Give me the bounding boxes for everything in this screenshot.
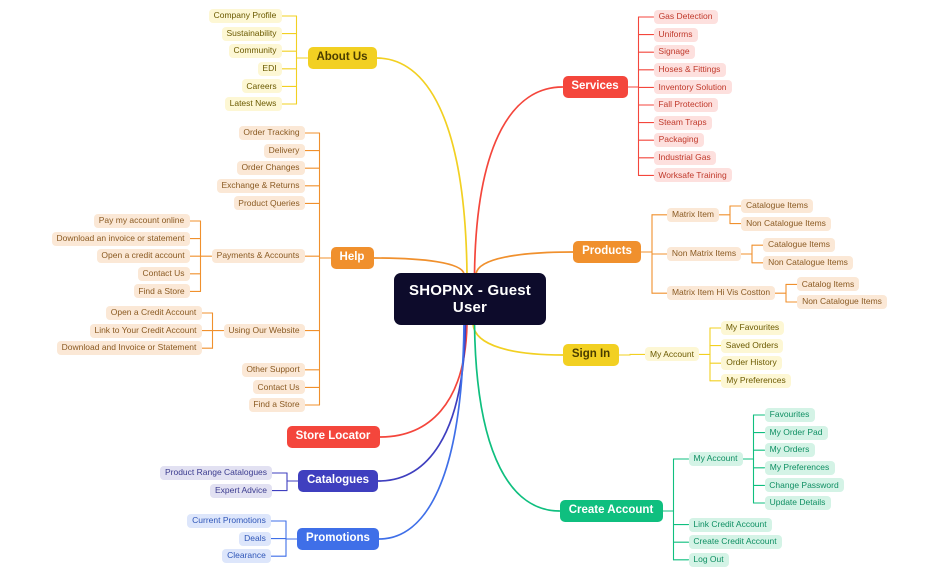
branch-node-catalogues[interactable]: Catalogues (298, 470, 378, 492)
leaf-node[interactable]: Change Password (764, 478, 844, 493)
leaf-node[interactable]: Using Our Website (223, 323, 305, 338)
leaf-node[interactable]: Pay my account online (93, 214, 190, 228)
connector-line (473, 86, 564, 275)
branch-node-sign-in[interactable]: Sign In (563, 344, 619, 366)
leaf-node[interactable]: Worksafe Training (653, 168, 732, 183)
leaf-node[interactable]: Inventory Solution (653, 80, 732, 95)
leaf-node[interactable]: Packaging (653, 133, 704, 148)
leaf-node[interactable]: Matrix Item (667, 207, 719, 222)
leaf-node[interactable]: Matrix Item Hi Vis Costton (667, 286, 775, 301)
leaf-node[interactable]: My Account (688, 452, 743, 466)
connector-line (372, 257, 465, 275)
leaf-node[interactable]: My Account (645, 347, 699, 362)
leaf-node[interactable]: Delivery (263, 143, 305, 158)
leaf-node[interactable]: Order Changes (236, 161, 305, 176)
leaf-node[interactable]: Careers (241, 79, 282, 94)
branch-node-store-locator[interactable]: Store Locator (286, 426, 380, 448)
branch-node-help[interactable]: Help (330, 247, 374, 269)
leaf-node[interactable]: Signage (653, 45, 695, 60)
leaf-node[interactable]: Clearance (222, 549, 271, 564)
connector-line (473, 323, 561, 512)
leaf-node[interactable]: Contact Us (252, 380, 305, 395)
leaf-node[interactable]: Saved Orders (721, 338, 783, 353)
leaf-node[interactable]: Fall Protection (653, 98, 718, 112)
leaf-node[interactable]: My Preferences (764, 460, 835, 475)
leaf-node[interactable]: Payments & Accounts (211, 249, 305, 264)
leaf-node[interactable]: Favourites (764, 408, 815, 422)
leaf-node[interactable]: Product Queries (233, 196, 305, 211)
leaf-node[interactable]: Sustainability (221, 26, 282, 41)
leaf-node[interactable]: Latest News (224, 97, 282, 111)
leaf-node[interactable]: Catalogue Items (763, 238, 835, 253)
leaf-node[interactable]: Find a Store (133, 284, 190, 299)
connector-line (375, 57, 468, 275)
root-node[interactable]: SHOPNX - Guest User (394, 273, 546, 325)
leaf-node[interactable]: Industrial Gas (653, 150, 716, 165)
branch-node-services[interactable]: Services (562, 76, 628, 98)
leaf-node[interactable]: Expert Advice (210, 483, 272, 498)
leaf-node[interactable]: Find a Store (248, 398, 305, 412)
leaf-node[interactable]: Deals (239, 531, 271, 546)
leaf-node[interactable]: My Order Pad (764, 425, 828, 440)
leaf-node[interactable]: Link to Your Credit Account (89, 323, 202, 338)
branch-node-promotions[interactable]: Promotions (297, 528, 379, 550)
connector-line (378, 323, 465, 540)
leaf-node[interactable]: My Preferences (721, 373, 791, 388)
connector-line (378, 323, 468, 438)
leaf-node[interactable]: My Favourites (721, 321, 784, 335)
leaf-node[interactable]: Product Range Catalogues (160, 466, 272, 480)
leaf-node[interactable]: Non Catalogue Items (741, 216, 831, 231)
branch-node-products[interactable]: Products (573, 241, 641, 263)
leaf-node[interactable]: Log Out (688, 552, 729, 567)
leaf-node[interactable]: My Orders (764, 443, 815, 458)
leaf-node[interactable]: Contact Us (137, 266, 190, 281)
branch-node-about-us[interactable]: About Us (307, 47, 377, 69)
leaf-node[interactable]: Create Credit Account (688, 535, 782, 550)
leaf-node[interactable]: EDI (257, 61, 282, 76)
leaf-node[interactable]: Current Promotions (187, 514, 271, 528)
connector-line (472, 323, 564, 356)
leaf-node[interactable]: Open a Credit Account (105, 306, 202, 320)
leaf-node[interactable]: Other Support (241, 362, 305, 377)
branch-node-create-account[interactable]: Create Account (559, 500, 663, 522)
leaf-node[interactable]: Company Profile (208, 9, 282, 23)
leaf-node[interactable]: Catalogue Items (741, 199, 813, 213)
leaf-node[interactable]: Open a credit account (96, 249, 190, 264)
leaf-node[interactable]: Download an invoice or statement (51, 231, 190, 246)
leaf-node[interactable]: Uniforms (653, 27, 698, 42)
leaf-node[interactable]: Non Catalogue Items (797, 295, 887, 309)
leaf-node[interactable]: Non Catalogue Items (763, 255, 853, 270)
connector-line (475, 251, 574, 275)
leaf-node[interactable]: Community (228, 44, 282, 59)
leaf-node[interactable]: Download and Invoice or Statement (56, 341, 202, 356)
connector-line (377, 323, 467, 482)
leaf-node[interactable]: Steam Traps (653, 115, 712, 130)
leaf-node[interactable]: Link Credit Account (688, 517, 772, 532)
leaf-node[interactable]: Update Details (764, 496, 831, 510)
leaf-node[interactable]: Non Matrix Items (667, 247, 741, 261)
leaf-node[interactable]: Exchange & Returns (216, 178, 305, 193)
leaf-node[interactable]: Gas Detection (653, 10, 718, 24)
leaf-node[interactable]: Catalog Items (797, 277, 859, 292)
leaf-node[interactable]: Order Tracking (238, 126, 305, 140)
leaf-node[interactable]: Hoses & Fittings (653, 62, 726, 77)
leaf-node[interactable]: Order History (721, 356, 782, 371)
